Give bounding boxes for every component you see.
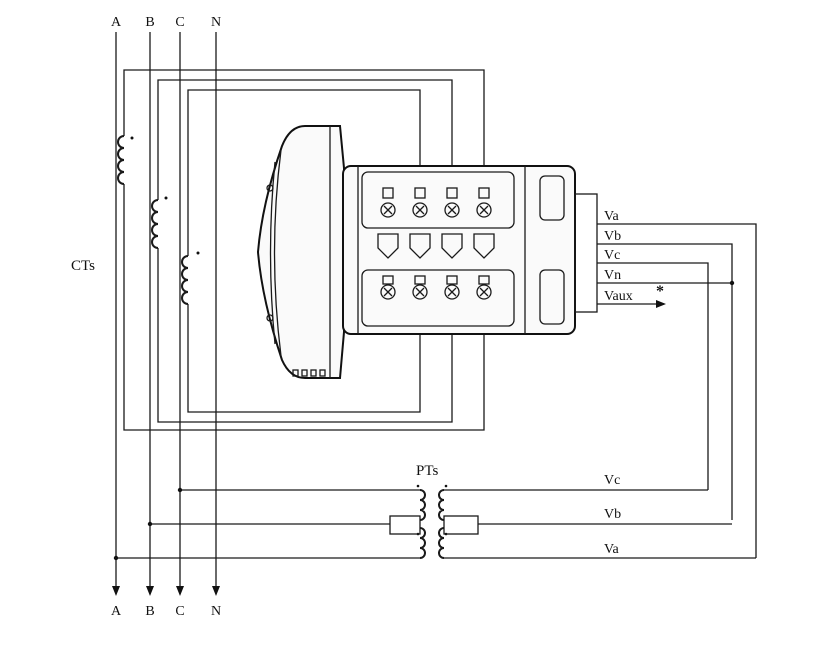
- meter-label-vc: Vc: [604, 248, 620, 263]
- pt-label-vb: Vb: [604, 507, 621, 522]
- aux-marker: *: [656, 283, 664, 300]
- pt-wiring: [113, 487, 756, 561]
- pt-label-vc: Vc: [604, 473, 620, 488]
- terminal-screws-lower: [380, 275, 492, 300]
- phase-label-a-bottom: A: [111, 604, 122, 619]
- phase-labels-bottom: A B C N: [111, 604, 221, 619]
- ct-c-coil: [181, 251, 200, 305]
- meter-label-vn: Vn: [604, 268, 621, 283]
- terminal-screws-upper: [380, 187, 492, 218]
- ct-label: CTs: [71, 258, 95, 274]
- voltage-leads: [597, 223, 757, 558]
- pt-label: PTs: [416, 463, 438, 479]
- phase-label-c-bottom: C: [175, 604, 184, 619]
- ct-a-coil: [117, 135, 134, 185]
- pt-lower-transformer: [416, 527, 448, 559]
- pt-common-boxes: [389, 515, 479, 535]
- phase-label-c-top: C: [175, 15, 184, 30]
- phase-label-a-top: A: [111, 15, 122, 30]
- current-direction-arrows: [377, 233, 495, 259]
- phase-label-n-bottom: N: [211, 604, 221, 619]
- ct-secondary-wiring: [123, 69, 485, 431]
- meter-device: [256, 125, 598, 379]
- meter-label-vb: Vb: [604, 229, 621, 244]
- phase-label-b-bottom: B: [145, 604, 154, 619]
- phase-label-b-top: B: [145, 15, 154, 30]
- phase-bus-lines: [112, 32, 220, 596]
- pt-output-labels: Vc Vb Va: [604, 473, 621, 557]
- meter-voltage-labels: Va Vb Vc Vn Vaux *: [604, 209, 664, 304]
- meter-label-va: Va: [604, 209, 620, 224]
- phase-label-n-top: N: [211, 15, 221, 30]
- meter-label-vaux: Vaux: [604, 289, 633, 304]
- phase-labels-top: A B C N: [111, 15, 221, 30]
- ct-b-coil: [151, 196, 168, 249]
- pt-upper-transformer: [416, 484, 448, 521]
- pt-label-va: Va: [604, 542, 620, 557]
